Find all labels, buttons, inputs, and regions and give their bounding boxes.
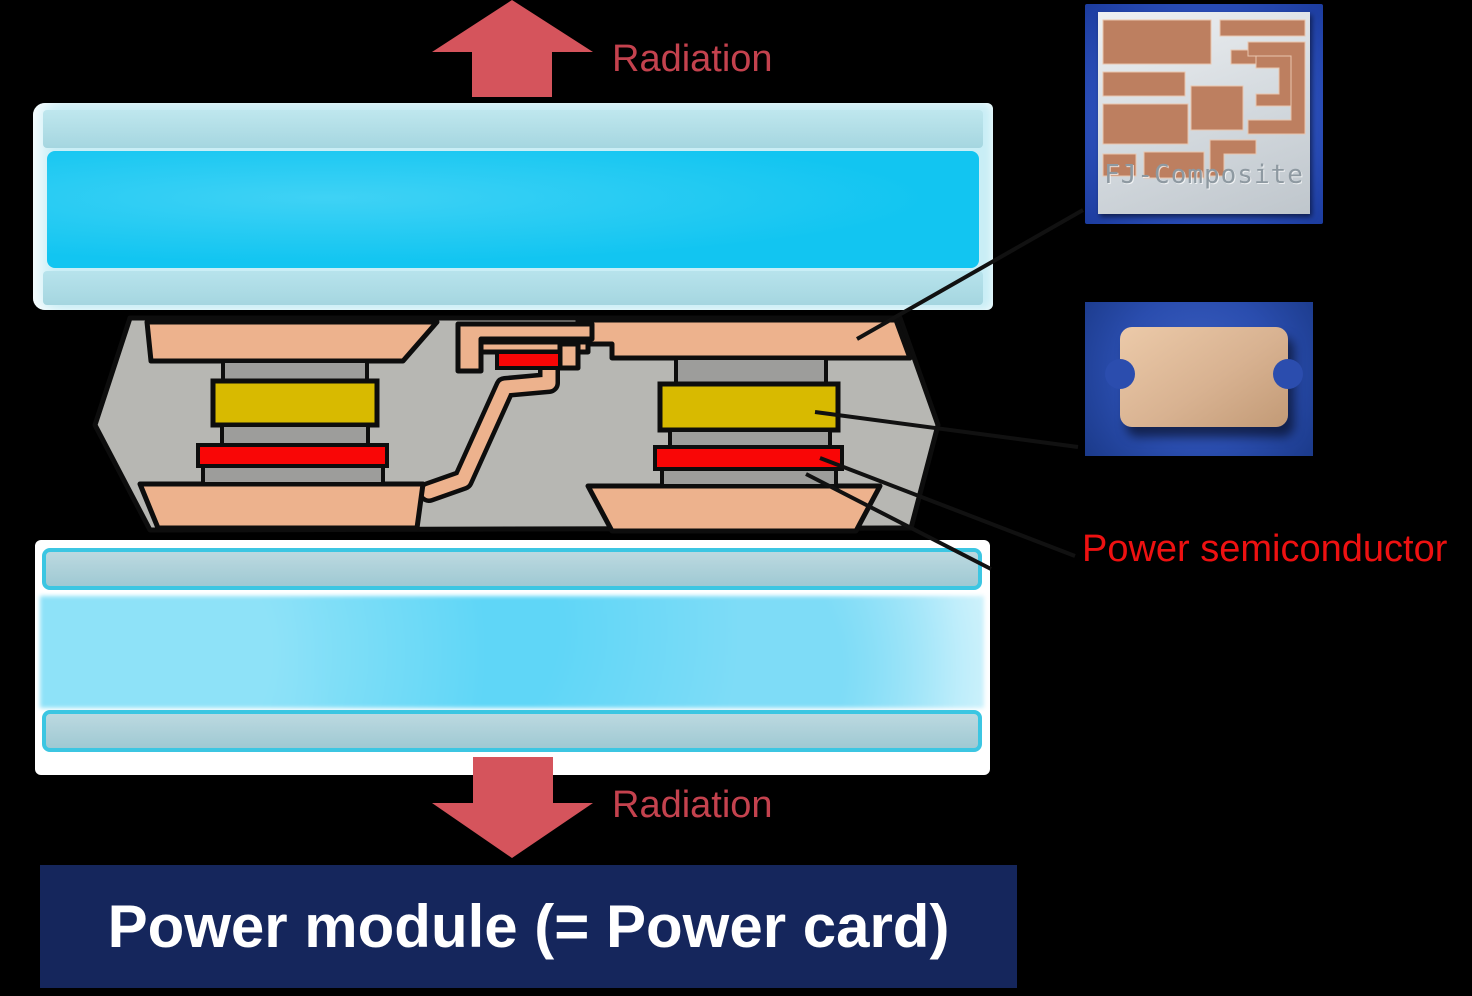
callout-line-bottom-cooler bbox=[805, 472, 992, 571]
top-cooler bbox=[33, 103, 993, 310]
copper-spacer-plate bbox=[1105, 327, 1303, 427]
top-cooler-coolant-channel bbox=[47, 151, 979, 268]
power-semiconductor-chip-center bbox=[495, 350, 562, 370]
callout-line-power-semiconductor bbox=[819, 456, 1076, 558]
copper-bracket-center bbox=[455, 321, 595, 374]
power-semiconductor-chip-right bbox=[653, 445, 844, 471]
solder-layer bbox=[668, 428, 832, 449]
copper-pattern bbox=[1102, 19, 1306, 179]
copper-block-left bbox=[210, 378, 380, 428]
solder-layer bbox=[201, 464, 385, 486]
title-banner: Power module (= Power card) bbox=[40, 865, 1017, 988]
bottom-cooler-upper-band bbox=[42, 548, 982, 590]
copper-lead bbox=[422, 362, 556, 499]
copper-tab-center bbox=[557, 341, 581, 371]
copper-plate-top-left bbox=[144, 319, 440, 364]
solder-layer bbox=[674, 356, 828, 386]
copper-spacer-photo bbox=[1085, 302, 1313, 456]
solder-layer bbox=[220, 423, 370, 447]
top-cooler-lower-band bbox=[43, 271, 983, 305]
bottom-cooler-coolant-channel bbox=[40, 596, 984, 708]
callout-line-copper-spacer bbox=[814, 410, 1079, 449]
bottom-cooler-lower-band bbox=[42, 710, 982, 752]
bottom-cooler bbox=[35, 540, 990, 775]
circuit-board-plate: FJ-Composite bbox=[1098, 12, 1310, 214]
callout-line-circuit-board bbox=[856, 208, 1084, 341]
spacer-right-notch bbox=[1273, 359, 1303, 389]
title-banner-text: Power module (= Power card) bbox=[107, 893, 950, 960]
radiation-bottom-label: Radiation bbox=[612, 784, 773, 826]
circuit-board-caption: FJ-Composite bbox=[1104, 160, 1304, 190]
radiation-down-arrow bbox=[432, 757, 593, 858]
spacer-left-notch bbox=[1105, 359, 1135, 389]
copper-block-right bbox=[657, 381, 841, 433]
power-semiconductor-label: Power semiconductor bbox=[1082, 528, 1448, 570]
solder-layer bbox=[660, 467, 838, 488]
power-semiconductor-chip-left bbox=[196, 443, 389, 468]
top-cooler-upper-band bbox=[43, 110, 983, 148]
copper-plate-bottom-right bbox=[585, 483, 883, 534]
radiation-top-label: Radiation bbox=[612, 38, 773, 80]
copper-plate-bottom-left bbox=[137, 481, 426, 531]
radiation-up-arrow bbox=[432, 0, 593, 97]
circuit-board-photo: FJ-Composite bbox=[1085, 4, 1323, 224]
